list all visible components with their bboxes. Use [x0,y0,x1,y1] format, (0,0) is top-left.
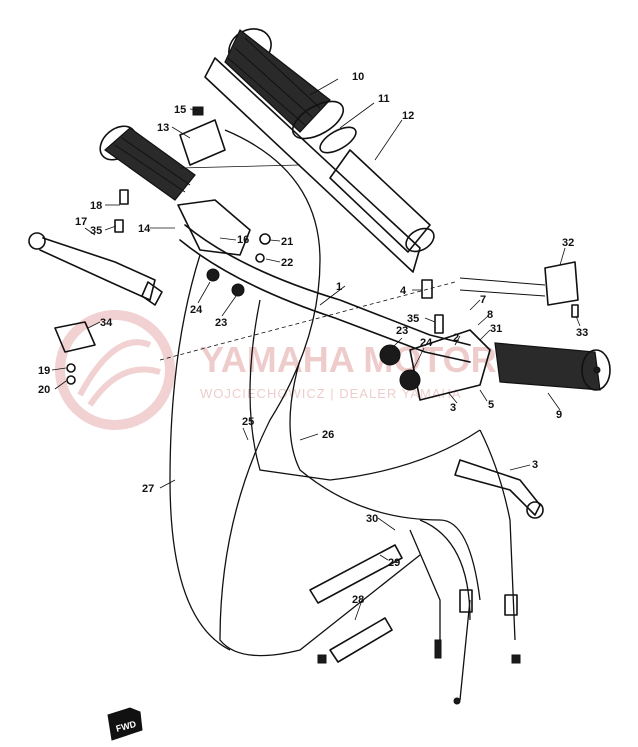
label-part-35-left: 35 [90,225,102,237]
label-part-28: 28 [352,594,364,606]
label-part-2: 2 [453,332,459,344]
label-part-29: 29 [388,557,400,569]
label-part-21: 21 [281,236,293,248]
label-part-8: 8 [487,309,493,321]
label-part-9: 9 [556,409,562,421]
right-throttle-housing [409,329,611,401]
front-brake-lever [454,459,544,519]
cable-fittings [309,544,521,705]
label-part-18: 18 [90,200,102,212]
watermark-logo-icon [55,310,175,430]
small-hardware [54,189,579,391]
label-part-11: 11 [378,93,390,105]
label-part-34: 34 [100,317,113,329]
label-part-23-right: 23 [396,325,408,337]
throttle-grip-assembly [204,28,435,273]
label-part-1: 1 [336,281,342,293]
label-part-24-right: 24 [420,337,433,349]
reference-arrow [179,164,301,169]
label-part-12: 12 [402,110,414,122]
label-part-13: 13 [157,122,169,134]
label-part-17: 17 [75,216,87,228]
label-part-19: 19 [38,365,50,377]
left-grip [99,125,196,201]
label-part-35-right: 35 [407,313,419,325]
label-part-15: 15 [174,104,186,116]
label-part-26: 26 [322,429,334,441]
label-part-24-left: 24 [190,304,203,316]
cables [169,129,516,701]
label-part-27: 27 [142,483,154,495]
watermark: YAMAHA MOTOR WOJCIECHOWICZ | DEALER YAMA… [55,310,497,430]
part-labels: 10 11 12 13 15 18 35 17 14 16 21 22 24 2… [38,71,588,606]
handlebar [179,224,471,363]
label-part-3-upper: 3 [450,402,456,414]
label-part-5: 5 [488,399,494,411]
label-part-3-lower: 3 [532,459,538,471]
label-part-23-left: 23 [215,317,227,329]
reference-line [159,281,456,361]
fwd-arrow-icon: FWD [107,707,143,741]
leader-lines [51,78,581,621]
label-part-31: 31 [490,323,502,335]
label-part-25: 25 [242,416,254,428]
watermark-title: YAMAHA MOTOR [200,339,497,380]
clutch-lever [28,232,163,306]
label-part-22: 22 [281,257,293,269]
label-part-20: 20 [38,384,50,396]
watermark-subtitle: WOJCIECHOWICZ | DEALER YAMAHA [200,386,462,401]
left-switch-housing [177,106,251,256]
label-part-10: 10 [352,71,364,83]
label-part-33: 33 [576,327,588,339]
label-part-14: 14 [138,223,151,235]
right-switch [459,261,579,306]
label-part-4: 4 [400,285,407,297]
label-part-7: 7 [480,294,486,306]
label-part-30: 30 [366,513,378,525]
label-part-16: 16 [237,234,249,246]
label-part-32: 32 [562,237,574,249]
